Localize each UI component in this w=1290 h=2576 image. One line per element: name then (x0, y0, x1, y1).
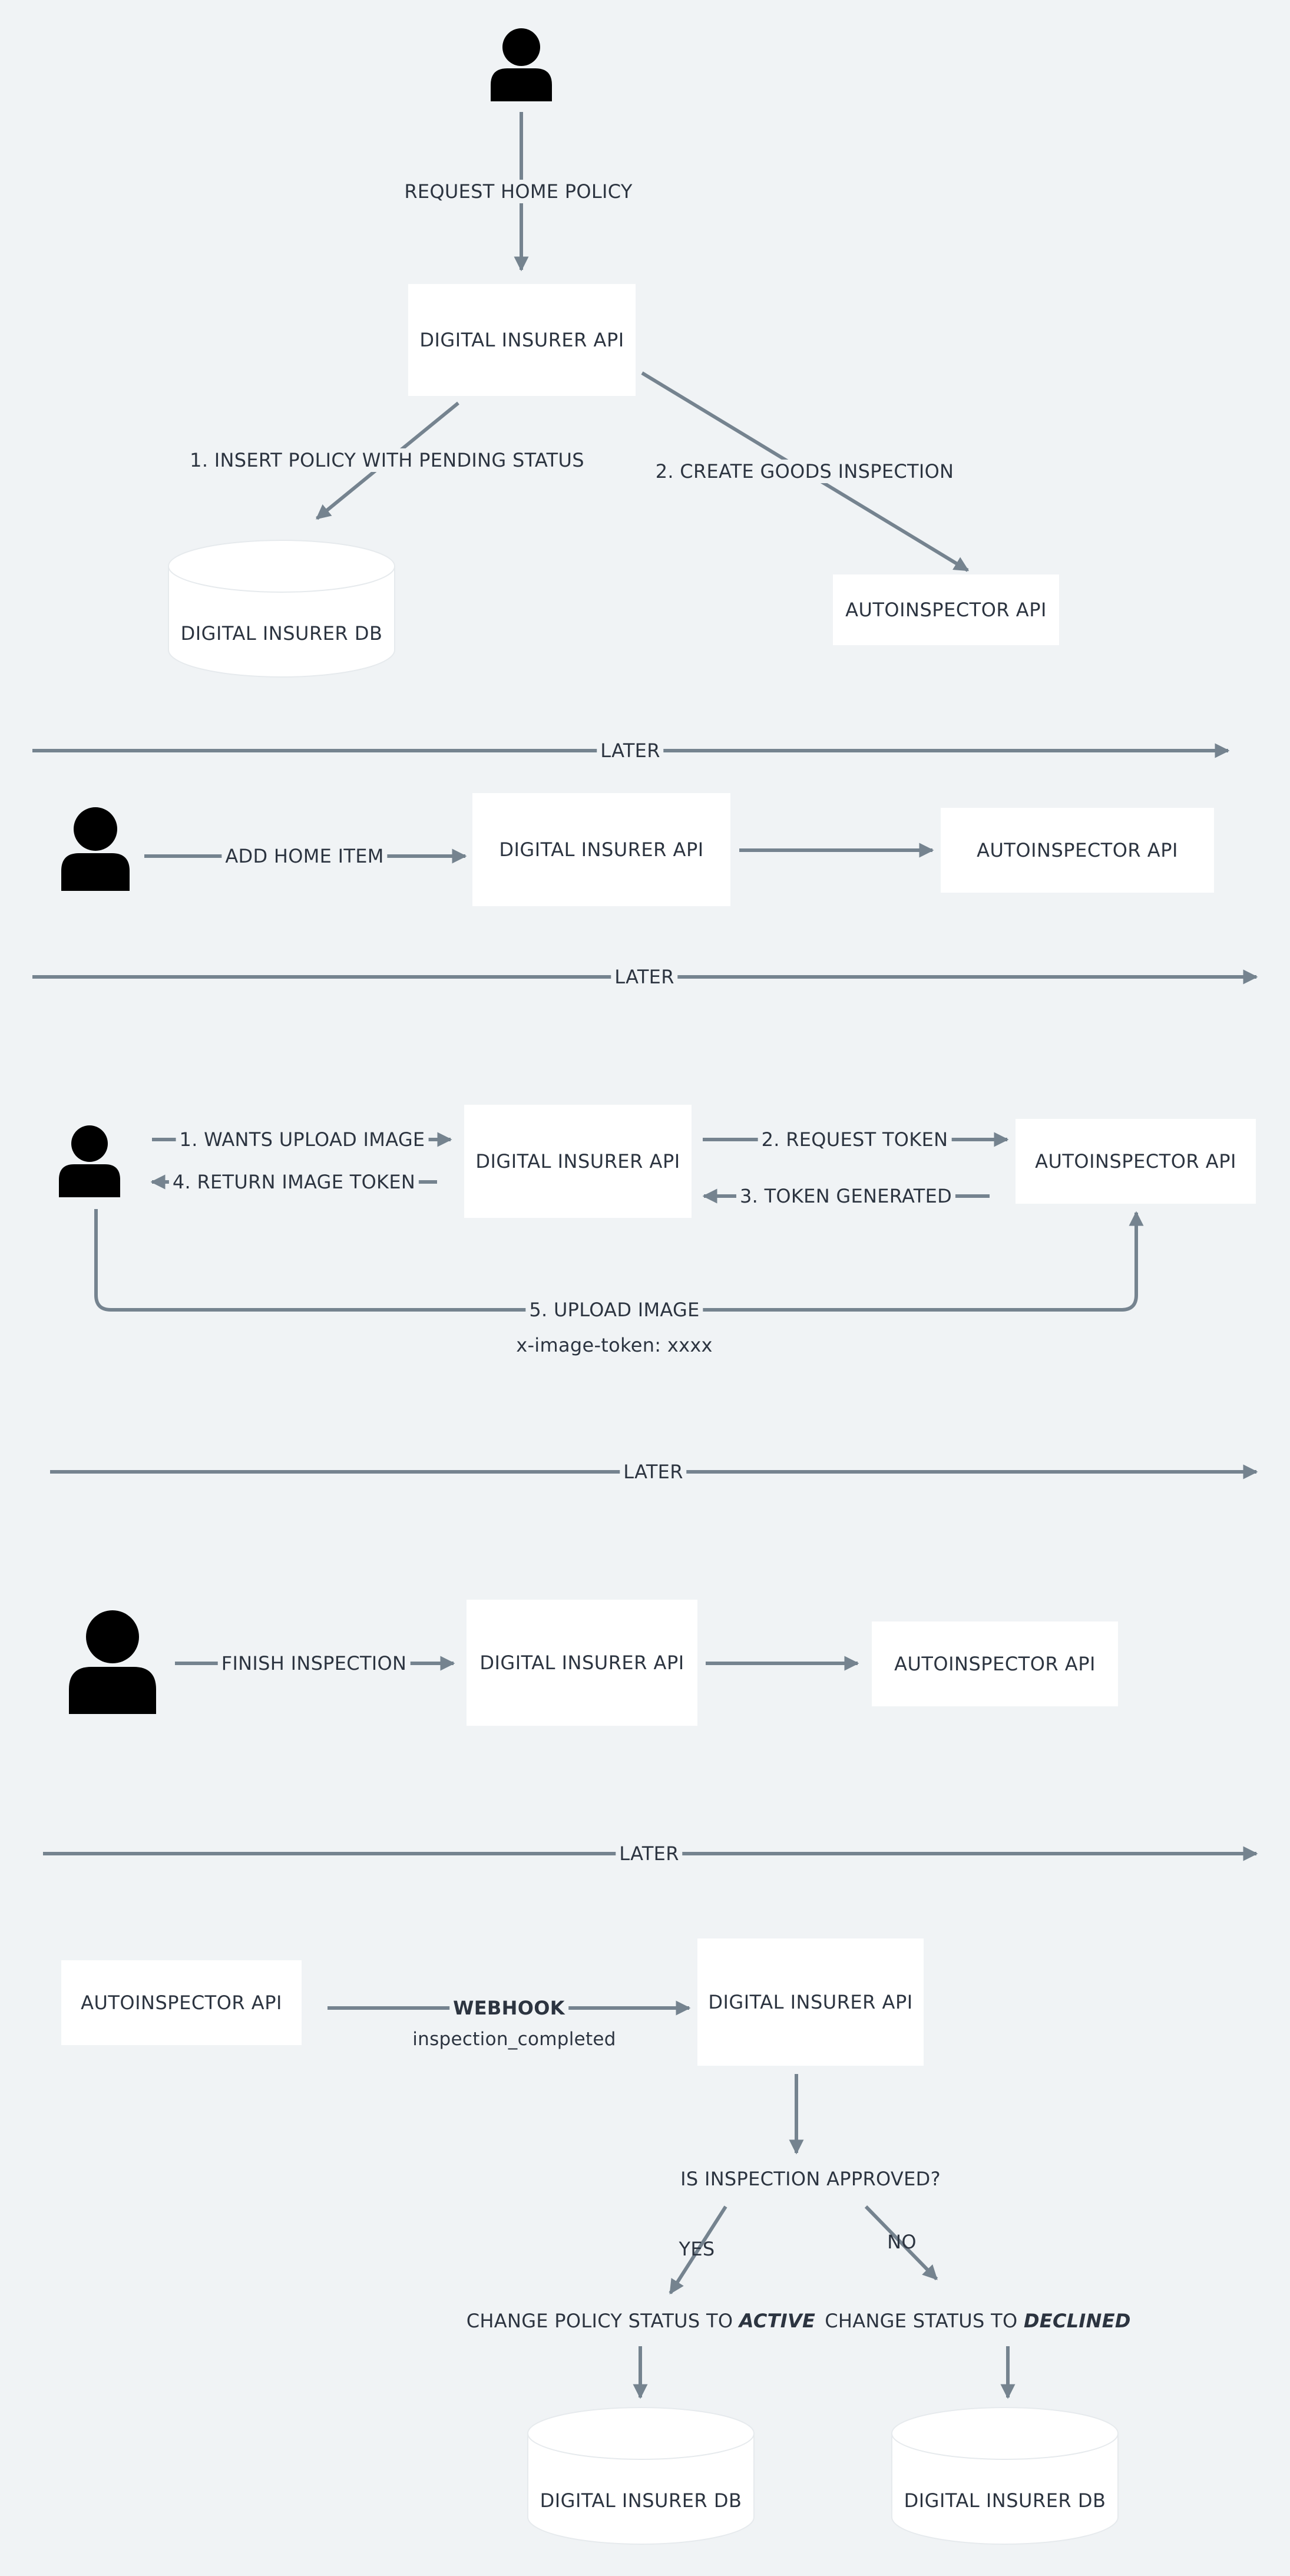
label-later-4: LATER (616, 1842, 683, 1865)
db-label: DIGITAL INSURER DB (180, 622, 383, 645)
label-webhook: WEBHOOK (449, 1996, 568, 2020)
label-image-token-header: x-image-token: xxxx (516, 1334, 713, 1356)
label-inspection-completed: inspection_completed (412, 2029, 616, 2050)
status-active: ACTIVE (739, 2310, 816, 2332)
arrow-upload-image (94, 1209, 1144, 1312)
digital-insurer-api-box: DIGITAL INSURER API (408, 284, 636, 396)
label-add-home-item: ADD HOME ITEM (221, 844, 388, 868)
label-wants-upload-image: 1. WANTS UPLOAD IMAGE (176, 1128, 429, 1151)
label-later-1: LATER (597, 739, 664, 762)
user-icon (491, 28, 552, 101)
label-change-status-active: CHANGE POLICY STATUS TO ACTIVE (463, 2309, 819, 2333)
label-token-generated: 3. TOKEN GENERATED (736, 1184, 956, 1208)
user-icon (59, 1125, 120, 1197)
change-active-prefix: CHANGE POLICY STATUS TO (466, 2310, 733, 2332)
label-change-status-declined: CHANGE STATUS TO DECLINED (821, 2309, 1134, 2333)
autoinspector-api-box: AUTOINSPECTOR API (941, 808, 1214, 893)
status-declined: DECLINED (1023, 2310, 1131, 2332)
user-icon (69, 1610, 156, 1714)
autoinspector-api-box: AUTOINSPECTOR API (61, 1960, 302, 2045)
label-finish-inspection: FINISH INSPECTION (217, 1652, 411, 1675)
label-later-2: LATER (611, 965, 678, 989)
arrow-no (864, 2205, 938, 2281)
digital-insurer-db: DIGITAL INSURER DB (891, 2406, 1119, 2545)
digital-insurer-api-box: DIGITAL INSURER API (472, 793, 730, 906)
digital-insurer-api-box: DIGITAL INSURER API (467, 1600, 697, 1726)
autoinspector-api-box: AUTOINSPECTOR API (833, 574, 1059, 645)
digital-insurer-db: DIGITAL INSURER DB (167, 539, 396, 678)
label-upload-image: 5. UPLOAD IMAGE (525, 1298, 703, 1322)
label-request-home-policy: REQUEST HOME POLICY (401, 180, 636, 203)
decision-question: IS INSPECTION APPROVED? (677, 2167, 944, 2191)
db-label: DIGITAL INSURER DB (540, 2489, 742, 2512)
autoinspector-api-box: AUTOINSPECTOR API (1016, 1119, 1256, 1204)
digital-insurer-api-box: DIGITAL INSURER API (697, 1938, 924, 2066)
label-yes: YES (679, 2238, 715, 2260)
autoinspector-api-box: AUTOINSPECTOR API (872, 1621, 1118, 1706)
arrow-yes (669, 2205, 727, 2295)
digital-insurer-api-box: DIGITAL INSURER API (464, 1105, 692, 1218)
digital-insurer-db: DIGITAL INSURER DB (527, 2406, 755, 2545)
label-later-3: LATER (620, 1460, 687, 1484)
label-return-image-token: 4. RETURN IMAGE TOKEN (168, 1170, 419, 1194)
label-create-inspection: 2. CREATE GOODS INSPECTION (651, 460, 958, 483)
db-label: DIGITAL INSURER DB (904, 2489, 1106, 2512)
label-request-token: 2. REQUEST TOKEN (758, 1128, 952, 1151)
label-insert-policy: 1. INSERT POLICY WITH PENDING STATUS (186, 448, 588, 472)
user-icon (61, 807, 130, 891)
change-declined-prefix: CHANGE STATUS TO (825, 2310, 1018, 2332)
label-no: NO (887, 2231, 917, 2253)
